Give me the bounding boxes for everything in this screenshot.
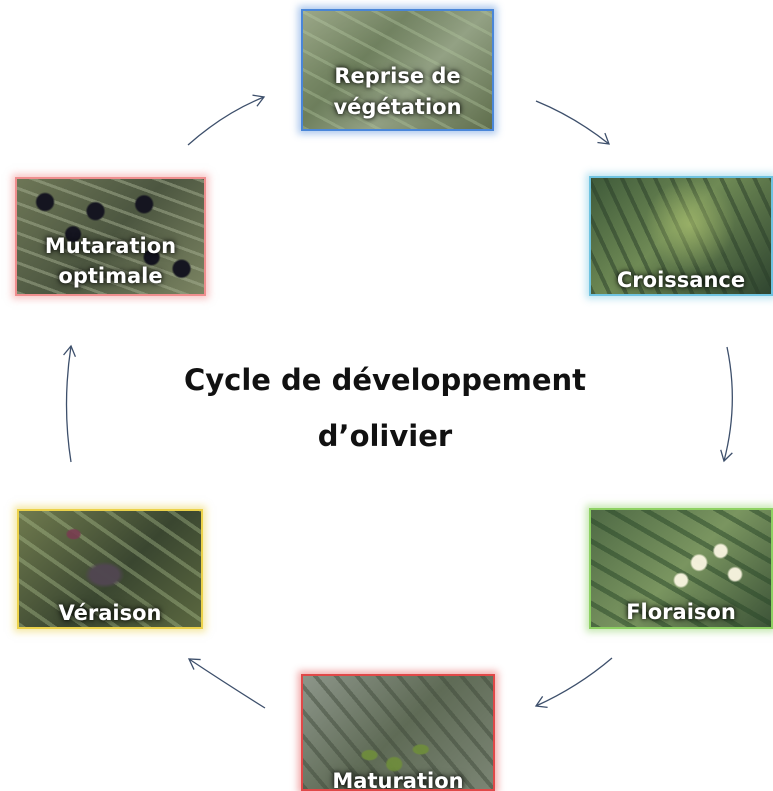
black-olives-photo [17, 179, 204, 294]
arrow-veraison-to-mutaration [63, 344, 77, 463]
arrow-maturation-to-veraison [187, 658, 266, 709]
stage-label-line1: Mutaration [44, 234, 177, 258]
stage-label-line1: Reprise de [334, 64, 461, 88]
stage-label-line2: optimale [58, 264, 163, 288]
turning-olive-photo [19, 511, 201, 627]
stage-maturation: Maturation [301, 674, 495, 791]
flowers-photo [591, 510, 771, 627]
stage-label-line1: Véraison [58, 601, 162, 625]
green-olives-photo [303, 676, 493, 789]
stage-veraison: Véraison [17, 509, 203, 629]
stage-croissance: Croissance [589, 176, 773, 296]
stage-mutaration-optimale: Mutaration optimale [15, 177, 206, 296]
stage-label-line2: végétation [333, 95, 462, 119]
leaves-photo [303, 11, 492, 129]
stage-label-line1: Maturation [332, 769, 464, 791]
buds-photo [591, 178, 771, 294]
arrow-mutaration-to-reprise [187, 94, 266, 146]
stage-label-line1: Floraison [626, 600, 736, 624]
arrow-floraison-to-maturation [534, 657, 613, 708]
stage-floraison: Floraison [589, 508, 773, 629]
stage-label-line1: Croissance [616, 268, 746, 292]
arrow-reprise-to-croissance [535, 100, 610, 145]
diagram-title-line1: Cycle de développement [183, 363, 587, 397]
stage-reprise-de-vegetation: Reprise de végétation [301, 9, 494, 131]
arrow-croissance-to-floraison [720, 346, 733, 463]
diagram-title-line2: d’olivier [317, 419, 453, 453]
diagram-title: Cycle de développement d’olivier [140, 352, 630, 464]
